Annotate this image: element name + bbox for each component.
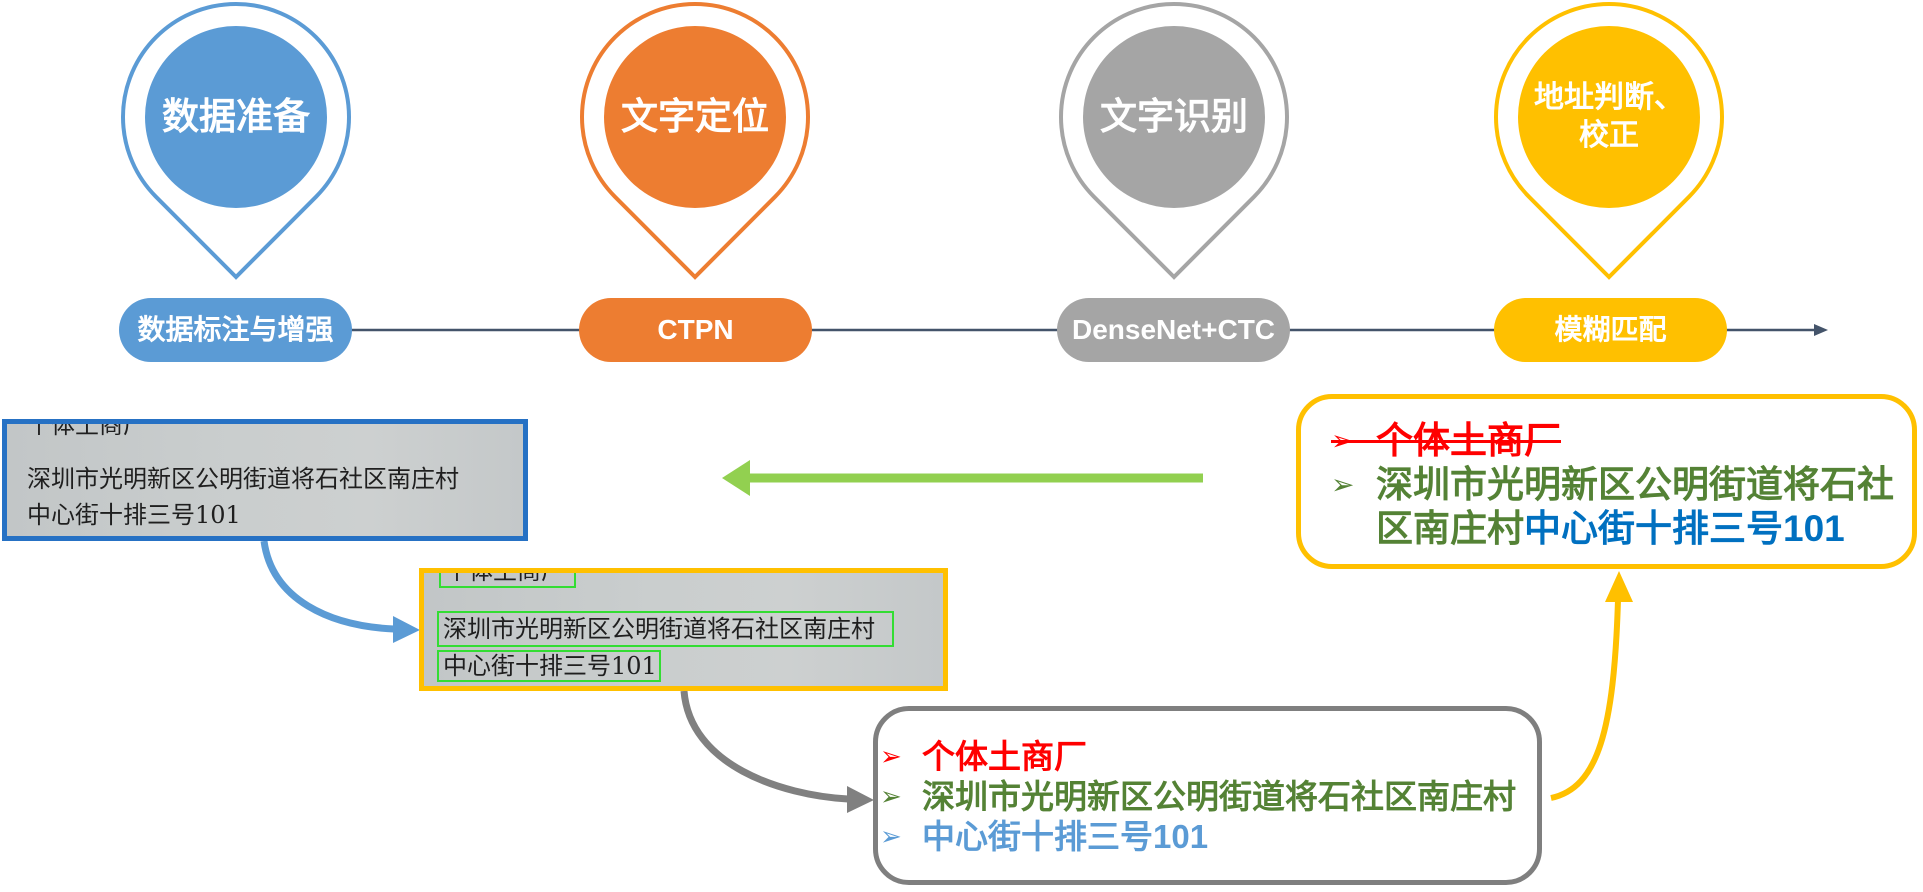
text-detection-box: 个体土商厂 bbox=[439, 568, 576, 588]
method-pill-densenet-ctc: DenseNet+CTC bbox=[1057, 298, 1290, 362]
pin-fill bbox=[1518, 26, 1700, 208]
method-pill-fuzzy-matching: 模糊匹配 bbox=[1494, 298, 1727, 362]
recognition-to-correction-arrowhead bbox=[1605, 571, 1633, 602]
stage-title-line: 数据准备 bbox=[162, 96, 310, 137]
stage-title: 地址判断、 校正 bbox=[1489, 79, 1729, 155]
map-pin-icon bbox=[1494, 2, 1724, 280]
corrected-result-box: 个体土商厂 深圳市光明新区公明街道将石社区南庄村中心街十排三号101 bbox=[1296, 394, 1917, 569]
stage-title-line: 校正 bbox=[1579, 119, 1639, 152]
recognition-result-item: 个体土商厂 bbox=[880, 737, 1087, 777]
recognition-result-item: 深圳市光明新区公明街道将石社区南庄村 bbox=[880, 777, 1516, 817]
scan-text-line: 中心街十排三号101 bbox=[443, 652, 657, 680]
corrected-result-item-address: 深圳市光明新区公明街道将石社区南庄村中心街十排三号101 bbox=[1331, 463, 1906, 551]
recognition-result-text: 中心街十排三号101 bbox=[922, 818, 1209, 855]
timeline-arrowhead bbox=[1814, 324, 1828, 336]
scan-text-line: 个体土商厂 bbox=[445, 568, 565, 585]
stage-title: 文字定位 bbox=[575, 95, 815, 139]
pin-fill bbox=[604, 26, 786, 208]
recognition-result-text: 深圳市光明新区公明街道将石社区南庄村 bbox=[922, 778, 1516, 815]
stage-pin-data-preparation: 数据准备 bbox=[116, 0, 356, 285]
stage-pin-text-localization: 文字定位 bbox=[575, 0, 815, 285]
source-scan-image: 个体土商厂 深圳市光明新区公明街道将石社区南庄村 中心街十排三号101 bbox=[2, 419, 528, 541]
text-detection-box: 深圳市光明新区公明街道将石社区南庄村 bbox=[437, 611, 894, 647]
text-detection-box: 中心街十排三号101 bbox=[437, 650, 661, 682]
pin-fill bbox=[145, 26, 327, 208]
detection-to-recognition-arrowhead bbox=[847, 786, 874, 813]
stage-title: 文字识别 bbox=[1054, 95, 1294, 139]
map-pin-icon bbox=[1059, 2, 1289, 280]
address-segment-district: 深圳市光明新区公明街道将石社区南庄村 bbox=[1376, 464, 1894, 549]
arrowhead-bullet-icon bbox=[880, 817, 922, 857]
recognition-result-box: 个体土商厂 深圳市光明新区公明街道将石社区南庄村 中心街十排三号101 bbox=[873, 706, 1542, 885]
corrected-result-text: 深圳市光明新区公明街道将石社区南庄村中心街十排三号101 bbox=[1376, 463, 1906, 551]
detection-to-recognition-arrow bbox=[680, 690, 849, 803]
method-pill-data-labeling: 数据标注与增强 bbox=[119, 298, 352, 362]
stage-title-line: 文字定位 bbox=[621, 96, 769, 137]
corrected-result-item-removed: 个体土商厂 bbox=[1331, 419, 1561, 463]
detected-scan-image: 个体土商厂 深圳市光明新区公明街道将石社区南庄村 中心街十排三号101 bbox=[419, 568, 948, 691]
scan-to-detection-arrow bbox=[260, 540, 395, 633]
recognition-to-correction-arrow bbox=[1550, 599, 1621, 801]
corrected-result-text: 个体土商厂 bbox=[1376, 420, 1561, 461]
scan-to-detection-arrowhead bbox=[393, 616, 420, 643]
scan-text-line: 个体土商厂 bbox=[27, 419, 147, 439]
recognition-result-item: 中心街十排三号101 bbox=[880, 817, 1208, 857]
scan-text-line: 中心街十排三号101 bbox=[27, 501, 241, 529]
stage-pin-address-correction: 地址判断、 校正 bbox=[1489, 0, 1729, 285]
correction-feedback-arrowhead bbox=[722, 460, 750, 496]
scan-text-line: 深圳市光明新区公明街道将石社区南庄村 bbox=[27, 465, 459, 493]
arrowhead-bullet-icon bbox=[1331, 419, 1376, 463]
address-segment-street: 中心街十排三号101 bbox=[1524, 508, 1845, 549]
arrowhead-bullet-icon bbox=[880, 737, 922, 777]
stage-title-line: 地址判断、 bbox=[1534, 81, 1684, 114]
recognition-result-text: 个体土商厂 bbox=[922, 738, 1087, 775]
scan-text-line: 深圳市光明新区公明街道将石社区南庄村 bbox=[443, 615, 875, 643]
stage-title: 数据准备 bbox=[116, 95, 356, 139]
stage-pin-text-recognition: 文字识别 bbox=[1054, 0, 1294, 285]
pin-fill bbox=[1083, 26, 1265, 208]
method-pill-ctpn: CTPN bbox=[579, 298, 812, 362]
stage-title-line: 文字识别 bbox=[1100, 96, 1248, 137]
arrowhead-bullet-icon bbox=[880, 777, 922, 817]
arrowhead-bullet-icon bbox=[1331, 463, 1376, 507]
map-pin-icon bbox=[580, 2, 810, 280]
map-pin-icon bbox=[121, 2, 351, 280]
